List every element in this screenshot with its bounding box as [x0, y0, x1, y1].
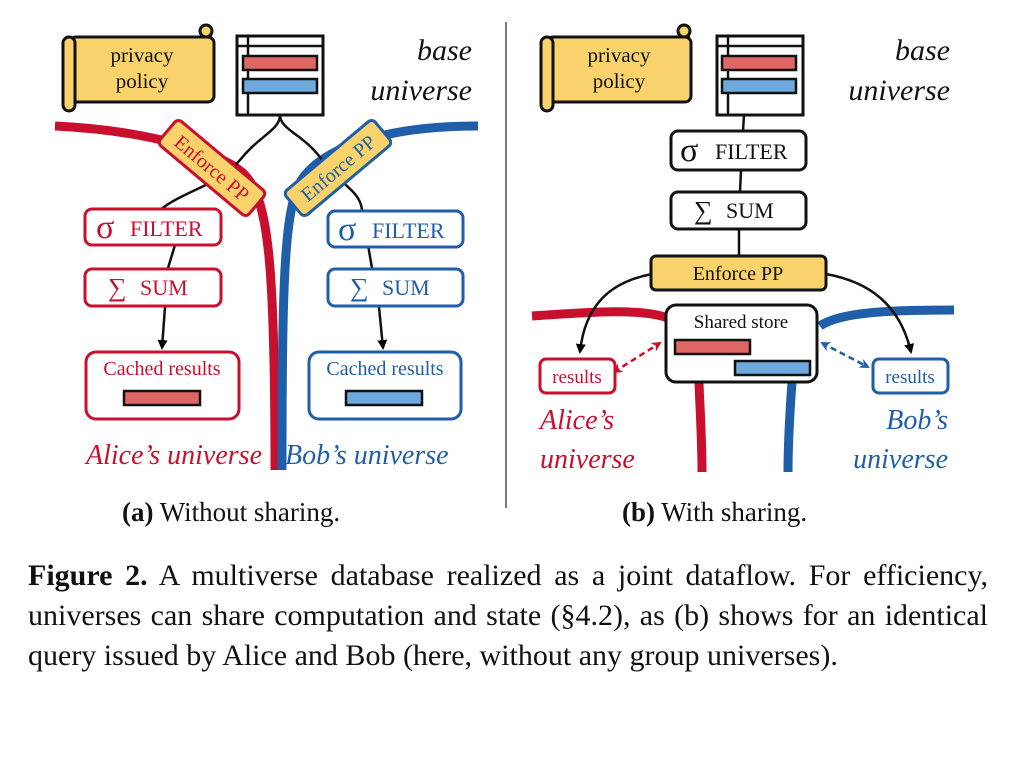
panel-a: privacy policy base universe Enforce PP …: [54, 23, 479, 471]
alice-universe-boundary: [531, 307, 670, 323]
bob-sum-node: ∑ SUM: [326, 267, 465, 308]
subcaption-b: (b) With sharing.: [622, 497, 807, 528]
bob-universe-label: Bob’s: [886, 405, 948, 436]
edge-bob-sum-cached: [377, 306, 388, 350]
subcaption-b-label: (b): [622, 497, 655, 527]
figure-caption-label: Figure 2.: [28, 559, 148, 592]
alice-record: [673, 338, 752, 356]
alice-sum-node: ∑ SUM: [83, 267, 223, 308]
enforce-pp-label: Enforce PP: [693, 263, 784, 285]
subcaption-a: (a) Without sharing.: [122, 497, 340, 528]
figure-caption-text: A multiverse database realized as a join…: [28, 559, 988, 672]
bob-universe-label-2: universe: [853, 444, 948, 475]
sum-icon: ∑: [694, 196, 713, 225]
alice-results-label: results: [552, 367, 602, 388]
alice-universe-label-2: universe: [540, 444, 635, 475]
privacy-policy-label-2: policy: [116, 69, 169, 93]
base-table-icon: [235, 34, 325, 117]
alice-filter-label: FILTER: [130, 216, 203, 241]
sigma-icon: σ: [338, 211, 356, 248]
edge-table-filter: [741, 114, 746, 132]
bob-results-node: results: [871, 357, 950, 395]
filter-label: FILTER: [715, 139, 788, 164]
bob-cached-results-node: Cached results: [307, 350, 463, 421]
bob-record: [733, 359, 812, 377]
bob-enforce-pp-node: Enforce PP: [283, 119, 393, 217]
privacy-policy-label: privacy: [111, 43, 174, 67]
subcaption-b-text: With sharing.: [655, 497, 808, 527]
edge-enforce-to-bob-results: [825, 272, 915, 354]
alice-record: [122, 389, 202, 407]
bob-universe-label: Bob’s universe: [285, 440, 449, 471]
panel-b: privacy policy base universe σ FILTER ∑ …: [531, 23, 955, 475]
alice-cached-label: Cached results: [103, 358, 220, 380]
shared-store-label: Shared store: [694, 312, 788, 333]
sigma-icon: σ: [680, 132, 698, 169]
privacy-policy-scroll-icon: [61, 23, 216, 113]
alice-cached-results-node: Cached results: [84, 350, 241, 421]
bob-universe-boundary-lower: [783, 381, 797, 473]
alice-universe-boundary-lower: [694, 381, 707, 473]
enforce-pp-node: Enforce PP: [649, 254, 828, 292]
bob-filter-label: FILTER: [372, 218, 445, 243]
privacy-policy-scroll-icon: [539, 23, 693, 113]
bob-results-store-link: [820, 341, 870, 369]
sum-label: SUM: [726, 198, 774, 223]
subcaption-a-text: Without sharing.: [153, 497, 341, 527]
shared-store-node: Shared store: [664, 303, 819, 384]
edge-enforce-to-alice-results: [575, 272, 653, 354]
base-universe-label-2: universe: [848, 74, 950, 107]
base-universe-label-2: universe: [370, 74, 472, 107]
sum-icon: ∑: [350, 273, 369, 302]
privacy-policy-label-2: policy: [593, 69, 646, 93]
alice-universe-label: Alice’s universe: [84, 440, 262, 471]
edge-table-to-alice: [159, 114, 282, 211]
sigma-icon: σ: [96, 209, 114, 246]
edge-alice-filter-sum: [166, 244, 177, 269]
alice-results-node: results: [538, 357, 617, 395]
filter-node: σ FILTER: [669, 129, 808, 172]
edge-alice-sum-cached: [157, 306, 168, 350]
bob-filter-node: σ FILTER: [326, 209, 465, 249]
edge-filter-sum: [738, 169, 743, 193]
base-universe-label: base: [417, 34, 472, 67]
sum-icon: ∑: [108, 273, 127, 302]
base-table-icon: [715, 34, 805, 117]
bob-record: [344, 389, 424, 407]
figure-caption: Figure 2. A multiverse database realized…: [28, 556, 988, 676]
alice-results-store-link: [612, 341, 662, 374]
bob-sum-label: SUM: [382, 275, 430, 300]
bob-universe-boundary: [817, 305, 955, 330]
privacy-policy-label: privacy: [588, 43, 651, 67]
bob-results-label: results: [885, 367, 935, 388]
alice-sum-label: SUM: [140, 275, 188, 300]
sum-node: ∑ SUM: [669, 190, 808, 231]
bob-cached-label: Cached results: [326, 358, 443, 380]
alice-universe-label: Alice’s: [538, 405, 614, 436]
base-universe-label: base: [895, 34, 950, 67]
subcaption-a-label: (a): [122, 497, 154, 527]
edge-bob-filter-sum: [366, 244, 374, 269]
alice-filter-node: σ FILTER: [83, 207, 223, 247]
alice-enforce-pp-node: Enforce PP: [157, 119, 267, 217]
